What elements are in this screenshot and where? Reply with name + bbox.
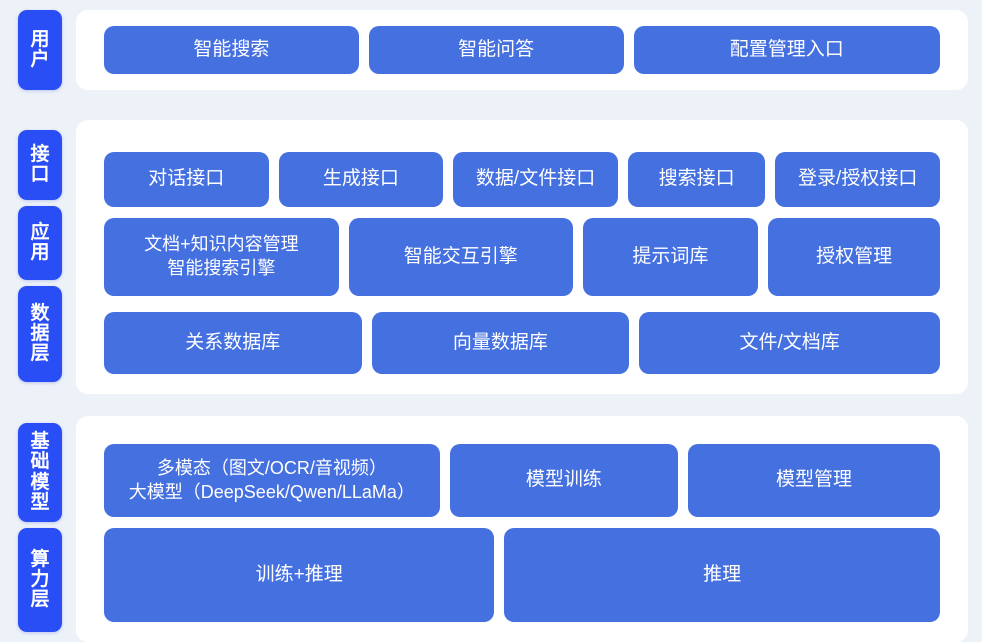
row-app: 文档+知识内容管理 智能搜索引擎 智能交互引擎 提示词库 授权管理 <box>104 218 940 296</box>
row-model: 多模态（图文/OCR/音视频） 大模型（DeepSeek/Qwen/LLaMa）… <box>104 444 940 517</box>
layer-pill-label: 基础模型 <box>30 431 50 513</box>
layer-pill-user[interactable]: 用户 <box>18 10 62 90</box>
layer-pill-data[interactable]: 数据层 <box>18 286 62 382</box>
layer-pill-interface[interactable]: 接口 <box>18 130 62 200</box>
layer-rail-foundation: 基础模型 算力层 <box>18 408 62 642</box>
node-smart-search[interactable]: 智能搜索 <box>104 26 359 74</box>
row-compute: 训练+推理 推理 <box>104 528 940 622</box>
node-document-knowledge-management[interactable]: 文档+知识内容管理 智能搜索引擎 <box>104 218 339 296</box>
node-multimodal-large-model[interactable]: 多模态（图文/OCR/音视频） 大模型（DeepSeek/Qwen/LLaMa） <box>104 444 440 517</box>
node-relational-database[interactable]: 关系数据库 <box>104 312 362 374</box>
card-foundation: 多模态（图文/OCR/音视频） 大模型（DeepSeek/Qwen/LLaMa）… <box>76 416 968 642</box>
layer-pill-compute[interactable]: 算力层 <box>18 528 62 632</box>
layer-pill-label: 数据层 <box>30 302 50 365</box>
layer-rail-user: 用户 <box>18 0 62 110</box>
row-data: 关系数据库 向量数据库 文件/文档库 <box>104 312 940 374</box>
node-inference[interactable]: 推理 <box>504 528 940 622</box>
layer-pill-foundation-model[interactable]: 基础模型 <box>18 423 62 522</box>
node-smart-qa[interactable]: 智能问答 <box>368 26 624 74</box>
layer-pill-label: 用户 <box>30 28 50 70</box>
band-platform: 接口 应用 数据层 对话接口 生成接口 数据/文件接口 搜索接口 登录/授权接口… <box>0 112 982 402</box>
card-user: 智能搜索 智能问答 配置管理入口 <box>76 10 968 90</box>
node-dialog-api[interactable]: 对话接口 <box>104 152 269 207</box>
node-search-api[interactable]: 搜索接口 <box>627 152 766 207</box>
row-interface: 对话接口 生成接口 数据/文件接口 搜索接口 登录/授权接口 <box>104 152 940 207</box>
node-model-training[interactable]: 模型训练 <box>449 444 679 517</box>
node-data-file-api[interactable]: 数据/文件接口 <box>453 152 618 207</box>
row-user: 智能搜索 智能问答 配置管理入口 <box>104 26 941 74</box>
node-authorization-management[interactable]: 授权管理 <box>768 218 940 296</box>
layer-pill-app[interactable]: 应用 <box>18 206 62 280</box>
card-platform: 对话接口 生成接口 数据/文件接口 搜索接口 登录/授权接口 文档+知识内容管理… <box>76 120 968 394</box>
layer-rail-platform: 接口 应用 数据层 <box>18 112 62 402</box>
node-generation-api[interactable]: 生成接口 <box>278 152 444 207</box>
node-prompt-library[interactable]: 提示词库 <box>582 218 759 296</box>
node-model-management[interactable]: 模型管理 <box>688 444 940 517</box>
node-training-and-inference[interactable]: 训练+推理 <box>104 528 495 622</box>
layer-pill-label: 接口 <box>30 143 50 185</box>
node-login-auth-api[interactable]: 登录/授权接口 <box>775 152 940 207</box>
layer-pill-label: 算力层 <box>30 548 50 611</box>
band-foundation: 基础模型 算力层 多模态（图文/OCR/音视频） 大模型（DeepSeek/Qw… <box>0 408 982 642</box>
node-file-document-store[interactable]: 文件/文档库 <box>639 312 940 374</box>
node-smart-interaction-engine[interactable]: 智能交互引擎 <box>348 218 573 296</box>
band-user: 用户 智能搜索 智能问答 配置管理入口 <box>0 0 982 110</box>
node-config-management-entry[interactable]: 配置管理入口 <box>633 26 941 74</box>
node-vector-database[interactable]: 向量数据库 <box>371 312 630 374</box>
layer-pill-label: 应用 <box>30 221 50 263</box>
